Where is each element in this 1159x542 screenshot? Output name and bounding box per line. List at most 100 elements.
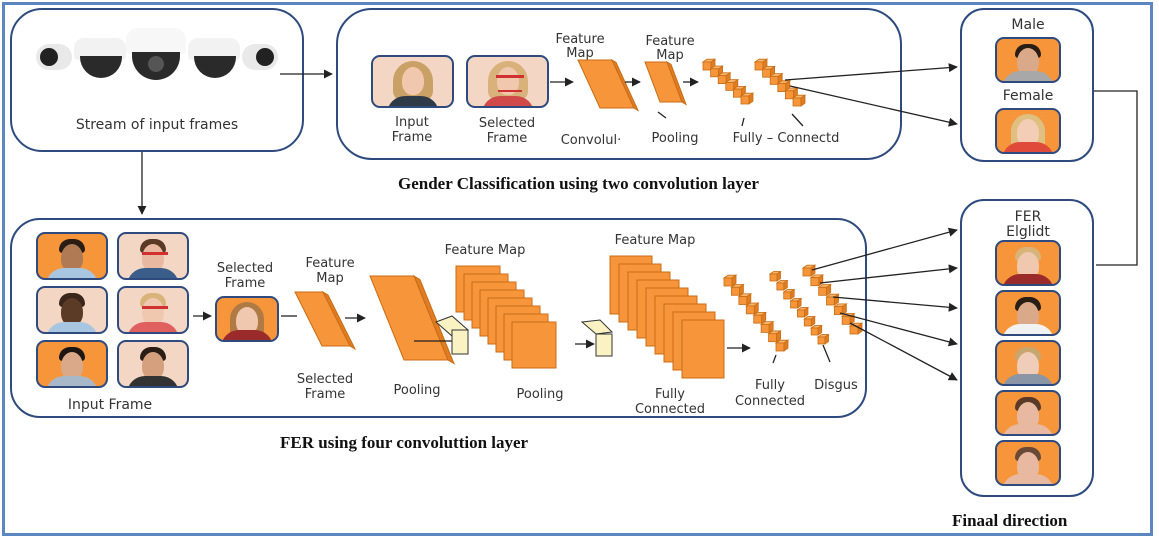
fer-fc-2-label-2: Connected [734, 394, 805, 409]
fer-selected-frame-label-1: Selected [216, 261, 274, 276]
gender-input-frame-label-2: Frame [391, 130, 433, 145]
fer-output-face [995, 390, 1061, 436]
fer-input-face [36, 340, 108, 388]
fer-input-face [117, 232, 189, 280]
gender-pool-tick [657, 111, 667, 119]
fer-output-title-2: Elglidt [1006, 224, 1050, 240]
fer-feature-map-1 [294, 291, 351, 347]
fer-output-layer-cube [841, 315, 851, 325]
fer-to-output-arrow-5 [849, 322, 958, 381]
fer-output-layer-cube-side [841, 303, 847, 316]
fer-fc1-tick [772, 354, 777, 364]
fer-output-layer-cube-side [810, 264, 816, 277]
gender-selected-frame-label-1: Selected [478, 116, 536, 131]
gender-fc-label: Fully – Connectd [732, 131, 840, 146]
female-output-image [995, 108, 1061, 154]
fer-output-layer-cube-side [826, 283, 832, 297]
fer-fc-2-cube [797, 309, 805, 318]
fer-input-face [117, 286, 189, 334]
fer-fc-1-cube-side [783, 339, 789, 352]
fer-fc-1-label-1: Fully [655, 387, 685, 402]
fer-title: FER using four convoluttion layer [280, 433, 529, 452]
fer-selected-frame-label-2: Frame [224, 276, 266, 291]
fer-fc-1-label-2: Connected [634, 402, 705, 417]
fer-fc-1-cube-side [753, 302, 759, 315]
fer-fc-2-cube [783, 291, 792, 300]
fer-feature-map-2-sheet [511, 321, 557, 369]
fer-to-output-arrow-1 [811, 227, 958, 271]
fer-feature-map-3-label: Feature Map [614, 233, 696, 248]
security-cameras-icon [30, 26, 280, 96]
fer-fc-1-cube-side [746, 293, 752, 306]
fer-fc-2-cube [803, 318, 812, 327]
fer-pool-cube-1 [451, 329, 469, 355]
fer-fc-1-cube [760, 324, 770, 333]
fer-output-layer-cube [826, 296, 835, 306]
fer-pooling-2-label: Pooling [516, 387, 564, 402]
fer-fc-2-cube [769, 273, 778, 282]
fer-selected-frame-image [215, 296, 279, 342]
fer-fc-1-cube [745, 305, 755, 315]
fer-fc-1-cube-side [731, 274, 737, 287]
gender-conv-label: Convolul· [560, 133, 622, 148]
fer-fc-1-cube-side [739, 283, 744, 297]
gender-fc1-tick [741, 117, 745, 127]
fer-pool-cube-2-top [580, 319, 614, 335]
fer-fc-1-cube [768, 333, 777, 343]
fer-fc-1-cube-side [761, 311, 767, 324]
fer-fc-2-cube-side [824, 333, 829, 345]
gender-fc-2-cube [769, 76, 779, 85]
gender-feature-map-2-label-2: Map [656, 48, 684, 63]
fer-pool-cube-2 [595, 333, 613, 357]
gender-classification-title: Gender Classification using two convolut… [398, 174, 759, 193]
fer-fc-2-cube [810, 327, 819, 336]
fer-pooling-layer-1 [369, 275, 449, 361]
gender-to-female-arrow [789, 85, 958, 127]
fer-fc-2-cube-side [797, 297, 802, 309]
gender-fc-2-cube [762, 68, 771, 78]
fer-output-face [995, 340, 1061, 386]
gender-pool-layer-side [666, 60, 687, 106]
gender-input-frame-image [371, 55, 454, 108]
gender-fc-2-cube [754, 61, 764, 71]
fer-selected-frame-below-1: Selected [296, 372, 354, 387]
fer-fc-2-cube-side [783, 279, 788, 291]
gender-to-fer-output-connector [1094, 90, 1138, 266]
fer-fc-1-cube [753, 314, 763, 324]
fer-fc2-tick [822, 344, 831, 363]
fer-fc-2-cube [790, 300, 798, 309]
gender-fc-1-cube [702, 61, 712, 71]
fer-output-layer-cube [810, 277, 820, 287]
gender-selected-frame-image [466, 55, 549, 108]
fer-feature-map-3-sheet [681, 319, 725, 379]
fer-output-layer-cube [818, 286, 828, 296]
fer-pooling-1-label: Pooling [393, 383, 441, 398]
fer-input-face [36, 286, 108, 334]
fer-fc-2-cube-side [804, 306, 809, 318]
gender-selected-frame-label-2: Frame [486, 131, 528, 146]
fer-fc-2-label-1: Fully [755, 378, 785, 393]
fer-to-output-arrow-3 [832, 296, 958, 312]
fer-fc-1-cube [731, 286, 740, 296]
fer-selected-frame-below-2: Frame [304, 387, 346, 402]
gender-feature-map-2-label-1: Feature [645, 34, 695, 49]
gender-fc-1-cube [717, 75, 727, 84]
fer-fc-2-cube-side [776, 270, 781, 282]
fer-fc-1-cube [775, 342, 785, 352]
gender-feature-map-1-label-2: Map [566, 46, 594, 61]
gender-fc-1-cube [725, 82, 735, 91]
fer-input-face [36, 232, 108, 280]
gender-fc-1-cube-side [748, 92, 754, 105]
fer-output-title-1: FER [1014, 209, 1042, 225]
fer-fc-1-cube [738, 296, 748, 305]
final-direction-label: Finaal direction [952, 511, 1068, 530]
fer-feature-map-1-side [321, 290, 357, 351]
gender-input-frame-label-1: Input [395, 115, 429, 130]
gender-fc-2-cube-side [800, 94, 806, 107]
fer-to-output-arrow-2 [819, 264, 958, 284]
fer-fc-2-cube-side [810, 315, 816, 327]
fer-output-face [995, 290, 1061, 336]
fer-output-face [995, 440, 1061, 486]
female-label: Female [1002, 88, 1054, 104]
gender-fc2-tick [791, 113, 804, 127]
